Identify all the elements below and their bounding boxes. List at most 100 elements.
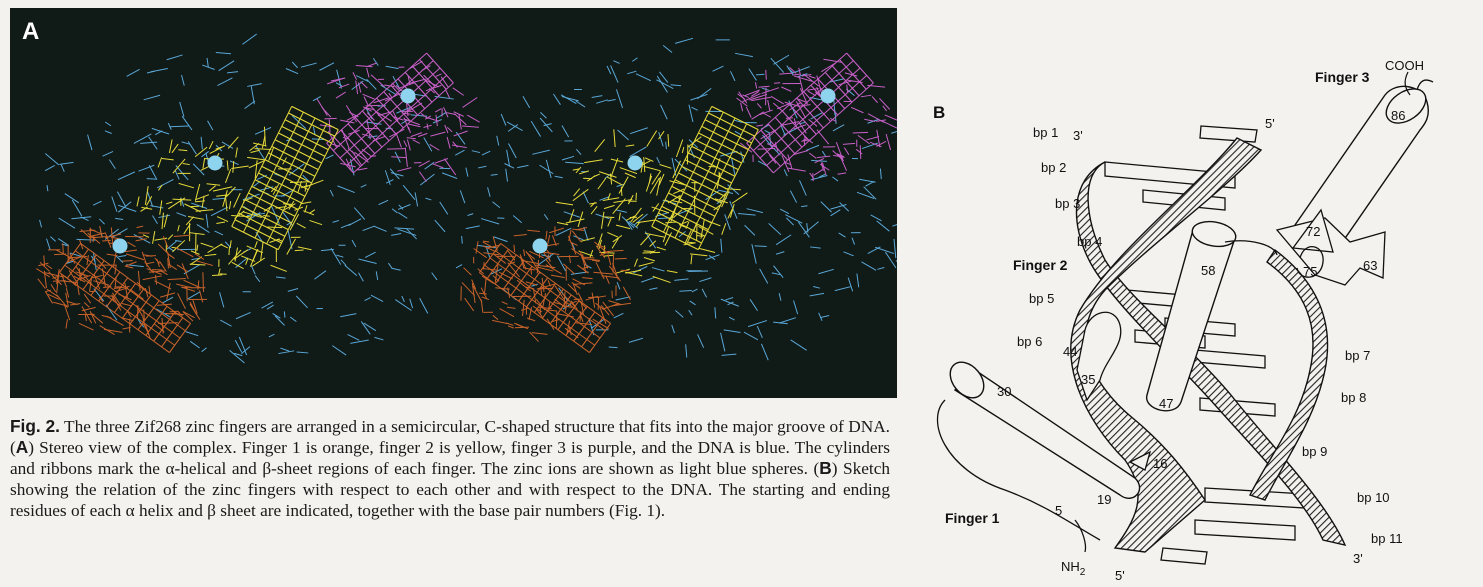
bp-label: bp 5 [1029, 291, 1054, 306]
wireframe-line [435, 109, 441, 112]
wireframe-line [553, 94, 560, 105]
wireframe-line [168, 279, 186, 280]
wireframe-line [297, 352, 309, 353]
zinc-ion-sphere [208, 156, 223, 171]
wireframe-line [184, 264, 200, 274]
wireframe-line [295, 250, 304, 251]
bp-label: bp 1 [1033, 125, 1058, 140]
wireframe-line [690, 254, 707, 256]
wireframe-line [594, 174, 600, 177]
wireframe-line [718, 190, 733, 193]
wireframe-line [190, 257, 202, 265]
strand-end-bottom-three: 3' [1353, 551, 1363, 566]
wireframe-line [367, 120, 370, 139]
wireframe-line [809, 76, 816, 78]
wireframe-line [247, 84, 262, 87]
bp-label: bp 7 [1345, 348, 1370, 363]
wireframe-line [607, 250, 624, 251]
wireframe-line [348, 334, 360, 340]
wireframe-line [657, 157, 660, 163]
wireframe-line [200, 290, 203, 302]
wireframe-line [809, 153, 816, 158]
wireframe-line [724, 330, 741, 333]
wireframe-line [427, 124, 428, 130]
wireframe-line [440, 202, 448, 214]
wireframe-line [365, 297, 371, 300]
wireframe-line [216, 53, 231, 54]
wireframe-line [347, 75, 447, 165]
wireframe-line [209, 141, 213, 149]
wireframe-line [45, 292, 52, 304]
wireframe-line [672, 325, 675, 333]
wireframe-line [286, 69, 298, 74]
cooh-label: COOH [1385, 58, 1424, 73]
wireframe-line [61, 164, 64, 171]
wireframe-line [876, 141, 886, 146]
wireframe-line [125, 250, 137, 252]
wireframe-line [392, 268, 401, 270]
wireframe-line [251, 265, 255, 274]
dna-strand-right [1250, 250, 1328, 500]
wireframe-line [280, 348, 289, 351]
wireframe-line [99, 219, 104, 224]
wireframe-line [835, 287, 851, 291]
residue-label: 19 [1097, 492, 1111, 507]
wireframe-line [645, 158, 653, 162]
wireframe-line [596, 100, 607, 104]
wireframe-line [407, 139, 410, 150]
wireframe-line [640, 234, 650, 245]
wireframe-line [424, 138, 432, 152]
wireframe-line [891, 130, 897, 133]
wireframe-line [253, 143, 266, 146]
wireframe-line [460, 190, 465, 203]
wireframe-line [478, 166, 486, 168]
wireframe-line [118, 202, 131, 212]
wireframe-line [118, 256, 126, 257]
wireframe-line [76, 239, 95, 240]
wireframe-line [220, 320, 231, 326]
wireframe-line [667, 271, 677, 273]
wireframe-line [524, 249, 525, 256]
wireframe-line [609, 347, 618, 348]
wireframe-line [479, 293, 487, 294]
wireframe-line [832, 177, 838, 181]
wireframe-line [791, 340, 807, 350]
wireframe-line [394, 228, 414, 229]
wireframe-line [232, 262, 244, 268]
wireframe-line [692, 289, 698, 292]
wireframe-line [202, 348, 207, 352]
wireframe-line [314, 271, 326, 280]
wireframe-line [166, 202, 172, 204]
wireframe-line [152, 216, 157, 224]
wireframe-line [466, 226, 480, 229]
wireframe-line [153, 231, 155, 244]
wireframe-line [509, 144, 517, 158]
wireframe-line [615, 258, 627, 259]
wireframe-line [309, 220, 322, 224]
wireframe-line [89, 233, 105, 237]
wireframe-line [178, 150, 187, 151]
wireframe-line [481, 219, 499, 224]
wireframe-line [278, 351, 294, 354]
wireframe-line [738, 213, 755, 215]
wireframe-line [877, 221, 890, 231]
wireframe-line [467, 115, 479, 122]
wireframe-line [494, 237, 508, 242]
wireframe-line [607, 177, 623, 185]
wireframe-line [145, 186, 148, 205]
zinc-ion-sphere [821, 89, 836, 104]
wireframe-line [230, 350, 245, 363]
wireframe-line [236, 258, 248, 268]
wireframe-line [675, 310, 683, 317]
wireframe-line [233, 161, 234, 173]
wireframe-line [766, 70, 767, 80]
wireframe-line [215, 231, 223, 235]
wireframe-line [189, 233, 205, 235]
wireframe-line [219, 61, 234, 71]
wireframe-line [158, 215, 170, 217]
wireframe-line [758, 148, 776, 149]
wireframe-line [885, 252, 896, 268]
wireframe-line [327, 78, 344, 84]
wireframe-line [556, 202, 573, 205]
wireframe-line [352, 240, 356, 247]
